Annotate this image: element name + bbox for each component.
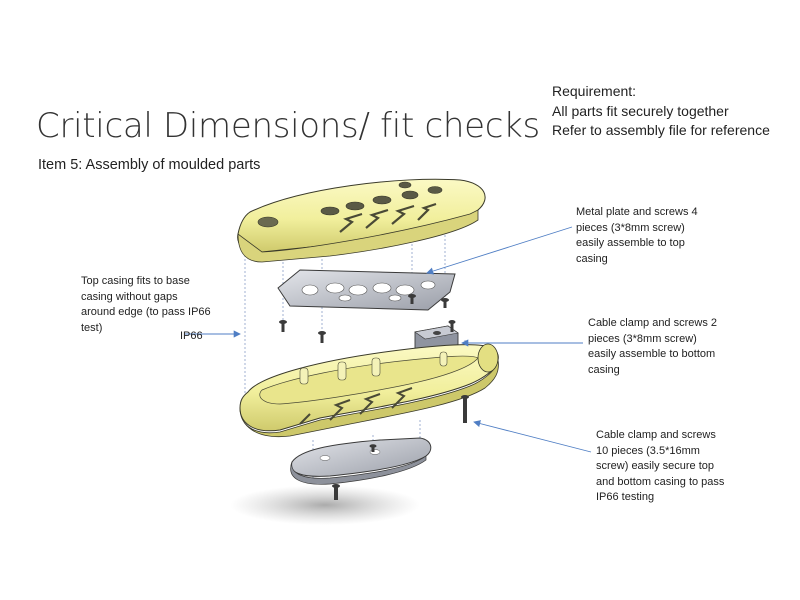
slide-title: Critical Dimensions/ fit checks — [36, 106, 540, 146]
metal-plate — [277, 269, 456, 311]
cable-clamp-large — [290, 437, 432, 500]
ip66-label: IP66 — [180, 330, 203, 342]
leader-arrows — [185, 226, 592, 453]
callout-top-casing: Top casing fits to base casing without g… — [81, 275, 211, 334]
slide-subtitle: Item 5: Assembly of moulded parts — [38, 157, 261, 173]
requirement-line: All parts fit securely together — [552, 102, 729, 119]
casing-screw — [461, 395, 469, 423]
bottom-casing — [239, 343, 499, 438]
callout-clamp-screws: Cable clamp and screws 10 pieces (3.5*16… — [596, 429, 725, 503]
requirement-line: Refer to assembly file for reference — [552, 122, 770, 138]
callout-metal-plate: Metal plate and screws 4 pieces (3*8mm s… — [576, 206, 698, 265]
top-casing — [237, 178, 486, 263]
plate-screws — [279, 294, 449, 343]
floor-shadow — [230, 485, 420, 525]
callout-cable-clamp: Cable clamp and screws 2 pieces (3*8mm s… — [588, 317, 718, 376]
requirement-heading: Requirement: — [552, 83, 637, 99]
requirement-block: Requirement: All parts fit securely toge… — [552, 82, 770, 141]
